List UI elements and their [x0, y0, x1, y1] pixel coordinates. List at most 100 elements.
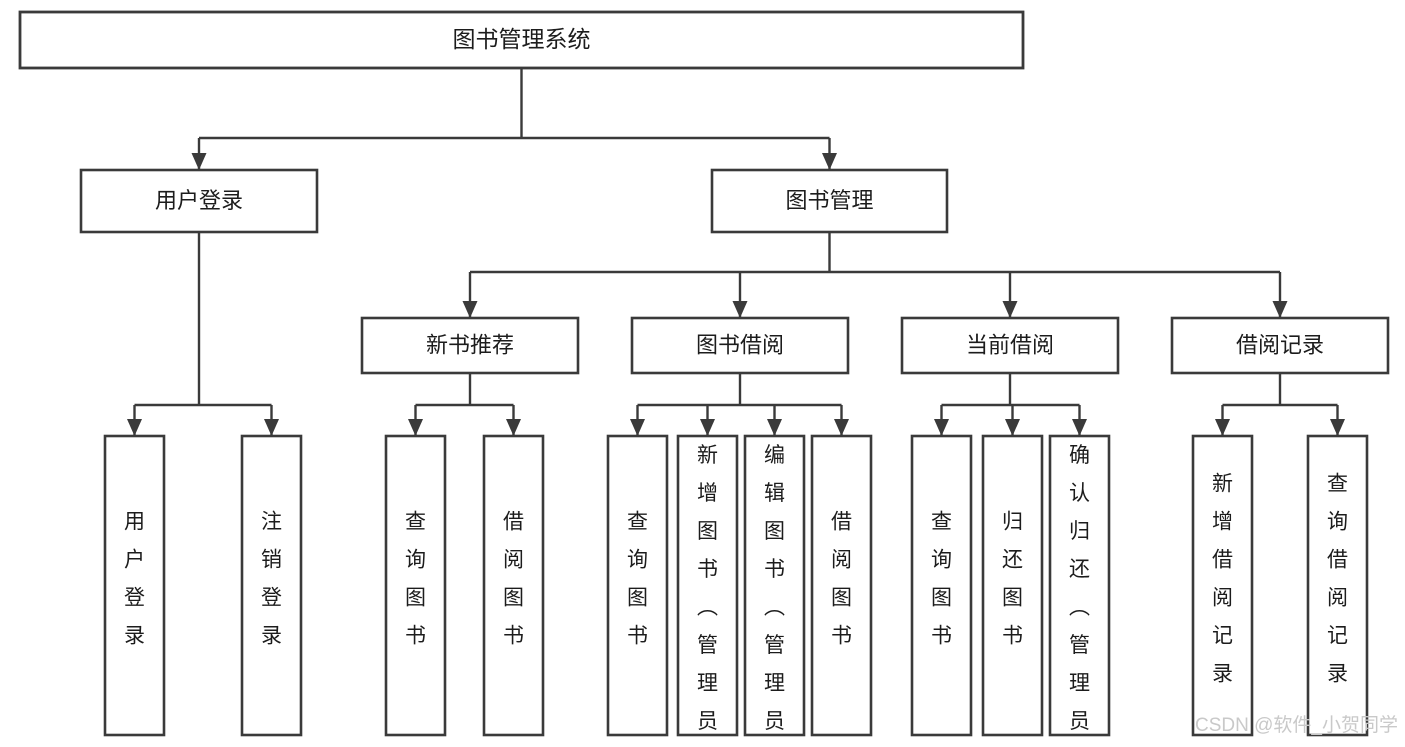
leaf-label-char: 图	[405, 587, 426, 610]
node-box	[606, 434, 669, 737]
leaf-label-char: 户	[124, 549, 145, 572]
arrow-head-icon	[1330, 419, 1345, 436]
arrow-head-icon	[1005, 419, 1020, 436]
leaf-node-leaf-user-login[interactable]: 用户登录	[103, 434, 166, 737]
leaf-label-char: 归	[1069, 520, 1090, 543]
level3-node-new-book-rec[interactable]: 新书推荐	[360, 316, 580, 375]
leaf-node-label: 借阅图书	[831, 511, 852, 648]
leaf-node-leaf-return-book[interactable]: 归还图书	[981, 434, 1044, 737]
arrow-head-icon	[1215, 419, 1230, 436]
leaf-label-char: 阅	[503, 549, 524, 572]
leaf-label-char: ︵	[764, 596, 785, 619]
leaf-label-char: 理	[1069, 672, 1090, 695]
level3-node-current-borrow[interactable]: 当前借阅	[900, 316, 1120, 375]
leaf-node-leaf-confirm-return[interactable]: 确认归还︵管理员︶	[1048, 434, 1111, 747]
arrow-head-icon	[1072, 419, 1087, 436]
leaf-node-leaf-borrow-book-2[interactable]: 借阅图书	[810, 434, 873, 737]
leaf-label-char: 查	[931, 511, 952, 534]
node-layer: 图书管理系统用户登录图书管理新书推荐图书借阅当前借阅借阅记录用户登录注销登录查询…	[18, 10, 1390, 747]
root-node[interactable]: 图书管理系统	[18, 10, 1025, 70]
leaf-label-char: 理	[764, 672, 785, 695]
leaf-label-char: 注	[261, 511, 282, 534]
leaf-label-char: 查	[405, 511, 426, 534]
arrow-head-icon	[834, 419, 849, 436]
node-box	[360, 316, 580, 375]
leaf-label-char: 书	[831, 625, 852, 648]
leaf-node-leaf-query-record[interactable]: 查询借阅记录	[1306, 434, 1369, 737]
node-label: 图书管理	[785, 188, 873, 213]
node-box	[900, 316, 1120, 375]
level3-node-book-borrow[interactable]: 图书借阅	[630, 316, 850, 375]
leaf-label-char: 编	[764, 444, 785, 467]
leaf-label-char: 书	[931, 625, 952, 648]
leaf-node-leaf-query-book-3[interactable]: 查询图书	[910, 434, 973, 737]
node-box	[710, 168, 949, 234]
arrow-head-icon	[1002, 301, 1018, 318]
node-box	[1170, 316, 1390, 375]
node-box	[981, 434, 1044, 737]
node-label: 新书推荐	[426, 332, 514, 357]
leaf-node-leaf-borrow-book-1[interactable]: 借阅图书	[482, 434, 545, 737]
arrow-head-icon	[822, 153, 837, 170]
level2-node-book-manage[interactable]: 图书管理	[710, 168, 949, 234]
leaf-node-leaf-logout[interactable]: 注销登录	[240, 434, 303, 737]
leaf-label-char: 图	[764, 520, 785, 543]
arrow-head-icon	[630, 419, 645, 436]
leaf-label-char: 询	[1327, 511, 1348, 534]
leaf-label-char: 图	[627, 587, 648, 610]
arrow-head-icon	[462, 301, 478, 318]
arrow-head-icon	[127, 419, 142, 436]
leaf-label-char: 书	[697, 558, 718, 581]
node-label: 图书管理系统	[453, 26, 591, 52]
leaf-label-char: 书	[503, 625, 524, 648]
leaf-label-char: 图	[1002, 587, 1023, 610]
leaf-node-leaf-add-record[interactable]: 新增借阅记录	[1191, 434, 1254, 737]
node-box	[79, 168, 319, 234]
arrow-head-icon	[1272, 301, 1288, 318]
leaf-label-char: 书	[764, 558, 785, 581]
node-box	[676, 434, 739, 737]
leaf-label-char: ︵	[1069, 596, 1090, 619]
leaf-label-char: 图	[503, 587, 524, 610]
leaf-label-char: 阅	[1212, 587, 1233, 610]
node-label: 用户登录	[155, 188, 243, 213]
leaf-label-char: ︵	[697, 596, 718, 619]
arrow-head-icon	[934, 419, 949, 436]
leaf-label-char: 辑	[764, 482, 785, 505]
leaf-node-leaf-edit-book[interactable]: 编辑图书︵管理员︶	[743, 434, 806, 747]
leaf-label-char: 询	[931, 549, 952, 572]
level3-node-borrow-record[interactable]: 借阅记录	[1170, 316, 1390, 375]
leaf-label-char: 新	[697, 444, 718, 467]
leaf-node-label: 注销登录	[261, 511, 282, 648]
leaf-label-char: 管	[1069, 634, 1090, 657]
node-box	[1048, 434, 1111, 737]
leaf-label-char: 查	[627, 511, 648, 534]
leaf-label-char: 销	[261, 549, 282, 572]
arrow-head-icon	[732, 301, 748, 318]
leaf-label-char: 认	[1069, 482, 1090, 505]
leaf-label-char: 录	[261, 625, 282, 648]
leaf-label-char: 借	[831, 511, 852, 534]
level2-node-user-login[interactable]: 用户登录	[79, 168, 319, 234]
arrow-head-icon	[506, 419, 521, 436]
leaf-label-char: 录	[1327, 663, 1348, 686]
leaf-label-char: 借	[1327, 549, 1348, 572]
node-box	[1191, 434, 1254, 737]
leaf-node-leaf-query-book-2[interactable]: 查询图书	[606, 434, 669, 737]
node-box	[810, 434, 873, 737]
leaf-node-label: 归还图书	[1002, 511, 1023, 648]
leaf-node-leaf-query-book-1[interactable]: 查询图书	[384, 434, 447, 737]
leaf-node-leaf-add-book[interactable]: 新增图书︵管理员︶	[676, 434, 739, 747]
leaf-label-char: 查	[1327, 473, 1348, 496]
leaf-node-label: 借阅图书	[503, 511, 524, 648]
leaf-label-char: 阅	[831, 549, 852, 572]
leaf-label-char: 还	[1069, 558, 1090, 581]
leaf-label-char: 登	[124, 587, 145, 610]
leaf-node-label: 新增借阅记录	[1212, 473, 1233, 686]
leaf-node-label: 确认归还︵管理员︶	[1069, 444, 1090, 747]
node-box	[1306, 434, 1369, 737]
leaf-label-char: 借	[1212, 549, 1233, 572]
node-box	[630, 316, 850, 375]
arrow-head-icon	[408, 419, 423, 436]
